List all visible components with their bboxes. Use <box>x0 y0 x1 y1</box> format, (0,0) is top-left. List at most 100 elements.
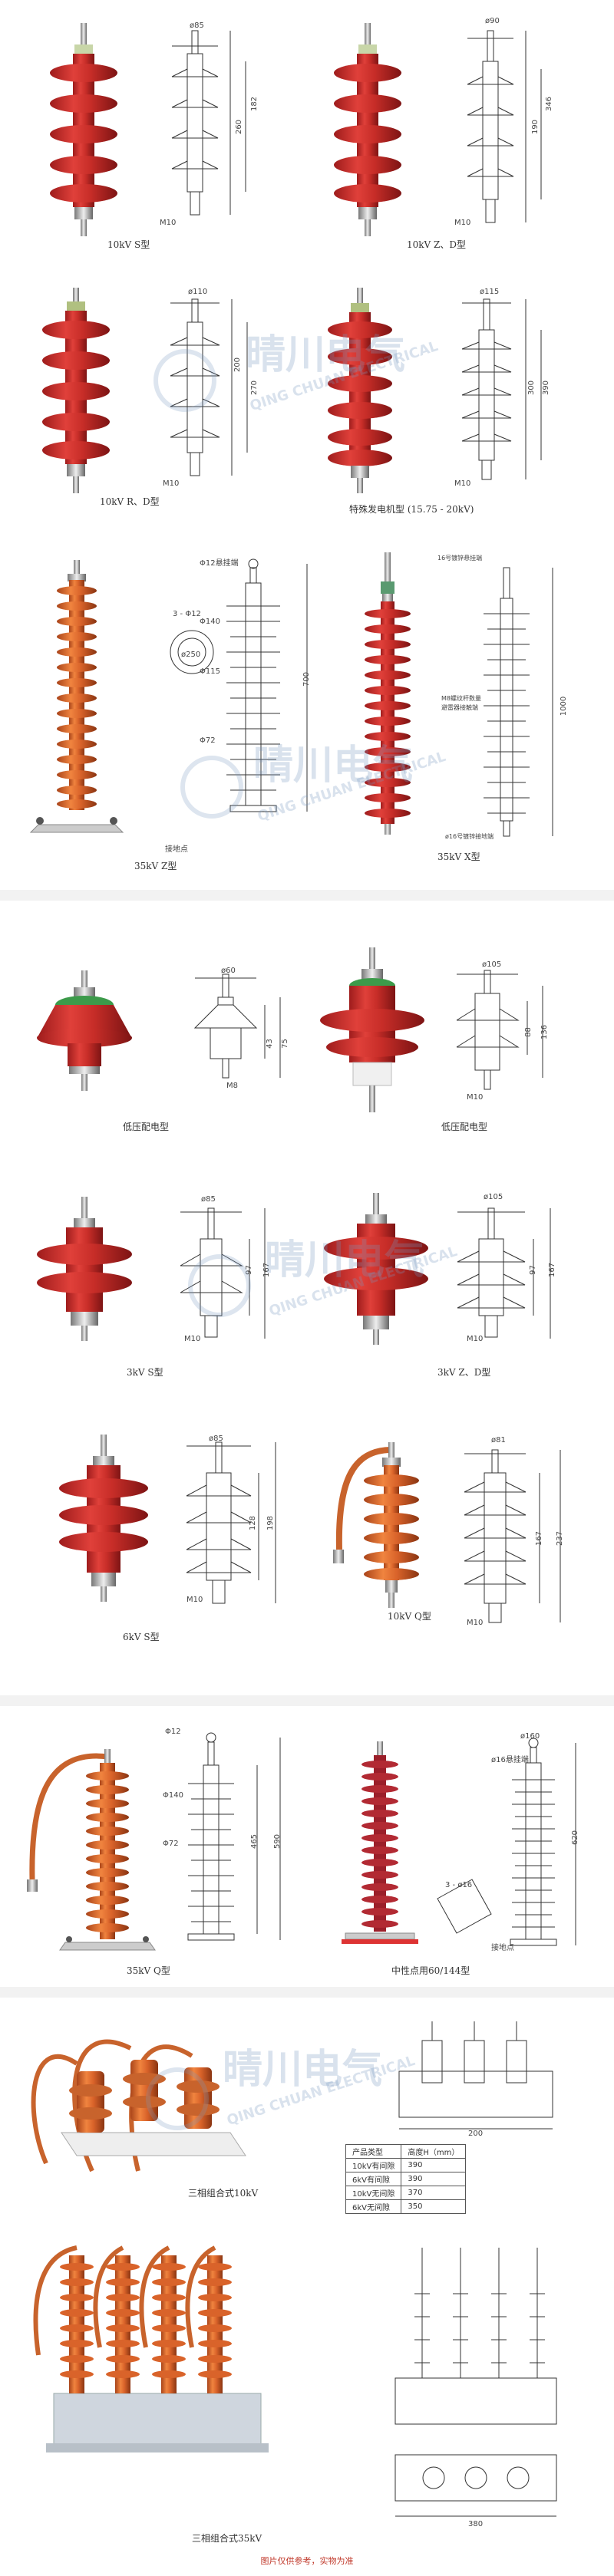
dim-diameter: ø60 <box>221 967 236 975</box>
dim-diameter: ø105 <box>484 1193 503 1201</box>
arrester-photo-35kv-x <box>365 552 411 835</box>
dim-label: 避雷器接触端 <box>441 704 478 711</box>
dim-diameter: Φ140 <box>200 618 220 626</box>
table-cell: 370 <box>401 2186 467 2200</box>
caption: 特殊发电机型 (15.75 - 20kV) <box>349 504 474 515</box>
caption: 35kV Z型 <box>134 861 177 871</box>
caption: 35kV Q型 <box>127 1965 170 1976</box>
drawing-10kv-s <box>171 30 246 216</box>
dim-thread: M10 <box>163 479 180 488</box>
watermark-circle-logo <box>180 756 243 819</box>
dim-height: 260 <box>235 119 244 135</box>
dim-holes: 3 - Φ12 <box>173 610 201 618</box>
arrester-photo-generator <box>328 288 392 493</box>
arrester-photo-three-phase-35kv <box>33 2245 269 2452</box>
dim-ground-point: 接地点 <box>491 1944 514 1952</box>
table-cell: 10kV有间隙 <box>345 2158 402 2172</box>
caption: 3kV Z、D型 <box>437 1367 491 1378</box>
dim-diameter: ø160 <box>520 1732 540 1741</box>
table-cell: 390 <box>401 2158 467 2172</box>
caption: 10kV S型 <box>107 239 150 250</box>
dim-thread: M10 <box>160 219 177 227</box>
drawing-three-phase-10kv <box>398 2021 553 2130</box>
section-separator <box>0 890 614 901</box>
dim-width: 200 <box>468 2130 484 2138</box>
dim-diameter: ø110 <box>188 288 208 296</box>
dim-height: 167 <box>535 1530 544 1547</box>
dim-diameter: Φ140 <box>163 1791 183 1800</box>
drawing-generator <box>461 298 542 480</box>
dim-label: M8螺纹杆数量 <box>441 695 481 702</box>
caption: 低压配电型 <box>441 1122 488 1132</box>
table-row: 10kV无间隙 370 <box>345 2186 467 2200</box>
drawing-3kv-z-d <box>457 1207 551 1339</box>
dim-diameter: ø105 <box>482 960 502 969</box>
arrester-photo-35kv-q <box>27 1749 156 1951</box>
caption: 低压配电型 <box>123 1122 170 1132</box>
dim-height: 182 <box>250 96 259 112</box>
caption: 三相组合式10kV <box>188 2188 259 2199</box>
dim-height: 43 <box>265 1039 274 1049</box>
dim-thread: M8 <box>226 1082 238 1090</box>
table-cell: 6kV有间隙 <box>345 2172 402 2186</box>
arrester-photo-10kv-r-d <box>42 288 110 493</box>
watermark-circle-logo <box>188 1254 251 1317</box>
dim-height: 198 <box>266 1515 276 1531</box>
table-cell: 6kV无间隙 <box>345 2199 402 2214</box>
dim-height: 1000 <box>560 696 569 716</box>
table-cell: 350 <box>401 2199 467 2214</box>
drawing-35kv-q <box>187 1732 281 1941</box>
section-separator <box>0 1987 614 1998</box>
section-separator <box>0 1695 614 1706</box>
dim-holes: 3 - ø16 <box>445 1881 473 1889</box>
dim-base: ø250 <box>181 651 201 659</box>
arrester-photo-3kv-z-d <box>324 1193 428 1345</box>
dim-diameter: ø115 <box>480 288 500 296</box>
arrester-photo-3kv-s <box>37 1197 132 1341</box>
watermark-text: 晴川电气 <box>246 332 406 378</box>
watermark-text: 晴川电气 <box>223 2047 383 2093</box>
dim-diameter: ø85 <box>209 1435 223 1443</box>
dim-height: 200 <box>233 357 243 373</box>
caption: 中性点用60/144型 <box>391 1965 470 1976</box>
dim-diameter: ø81 <box>491 1436 506 1444</box>
table-row: 10kV有间隙 390 <box>345 2158 467 2172</box>
section-three-phase: 200 三相组合式10kV 产品类型 高度H（mm） 10kV有间隙 390 6… <box>0 2002 614 2555</box>
dim-thread: M10 <box>467 1335 484 1343</box>
dim-thread: M10 <box>454 219 471 227</box>
arrester-photo-low-voltage-1 <box>37 970 132 1091</box>
table-header: 高度H（mm） <box>401 2144 467 2159</box>
section-q-and-neutral: Φ12 Φ140 Φ72 465 590 35kV Q型 ø16悬挂端 ø160… <box>0 1711 614 1983</box>
dim-height: 75 <box>280 1039 289 1049</box>
watermark-text: 晴川电气 <box>253 743 414 789</box>
arrester-photo-low-voltage-2 <box>320 947 424 1112</box>
table-row: 6kV无间隙 350 <box>345 2199 467 2214</box>
dim-diameter: ø90 <box>485 17 500 25</box>
dim-hanger: Φ12悬挂端 <box>200 559 239 568</box>
drawing-6kv-s <box>186 1441 276 1604</box>
dim-height: 88 <box>523 1027 533 1037</box>
dim-thread: M10 <box>454 479 471 488</box>
table-header-row: 产品类型 高度H（mm） <box>345 2144 467 2159</box>
dim-diameter: ø85 <box>190 21 204 30</box>
drawing-low-voltage-2 <box>456 970 543 1090</box>
drawing-10kv-z-d <box>467 30 542 223</box>
drawing-10kv-q <box>464 1449 561 1623</box>
arrester-photo-10kv-q <box>333 1442 419 1608</box>
dim-label: ø16号镀锌接地端 <box>445 833 494 840</box>
drawing-three-phase-35kv <box>394 2248 557 2517</box>
drawing-low-voltage-1 <box>193 973 281 1079</box>
dim-diameter: Φ72 <box>163 1840 179 1848</box>
dim-height: 190 <box>531 119 540 135</box>
dim-hanger: Φ12 <box>165 1728 181 1736</box>
table-header: 产品类型 <box>345 2144 402 2159</box>
section-10kv-models: ø85 260 182 M10 10kV S型 ø90 190 346 M10 … <box>0 0 614 886</box>
caption: 三相组合式35kV <box>192 2533 262 2544</box>
caption: 10kV Q型 <box>388 1611 431 1622</box>
caption: 10kV R、D型 <box>100 496 160 507</box>
arrester-photo-neutral <box>342 1741 418 1944</box>
arrester-photo-35kv-z <box>29 560 124 833</box>
dim-height: 270 <box>250 380 259 396</box>
dim-diameter: Φ72 <box>200 736 216 745</box>
table-row: 6kV有间隙 390 <box>345 2172 467 2186</box>
